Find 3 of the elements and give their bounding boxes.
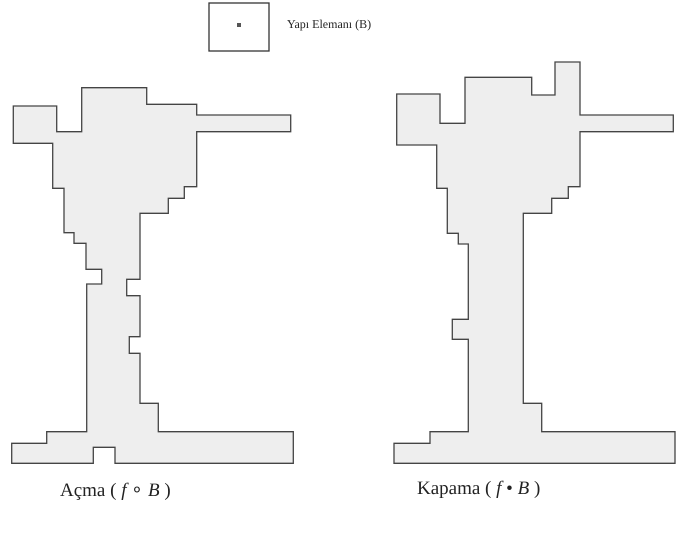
opening-caption: Açma ( f ∘ B ) bbox=[60, 479, 171, 502]
structuring-element-label: Yapı Elemanı (B) bbox=[287, 17, 372, 32]
closing-caption: Kapama ( f • B ) bbox=[417, 478, 540, 500]
